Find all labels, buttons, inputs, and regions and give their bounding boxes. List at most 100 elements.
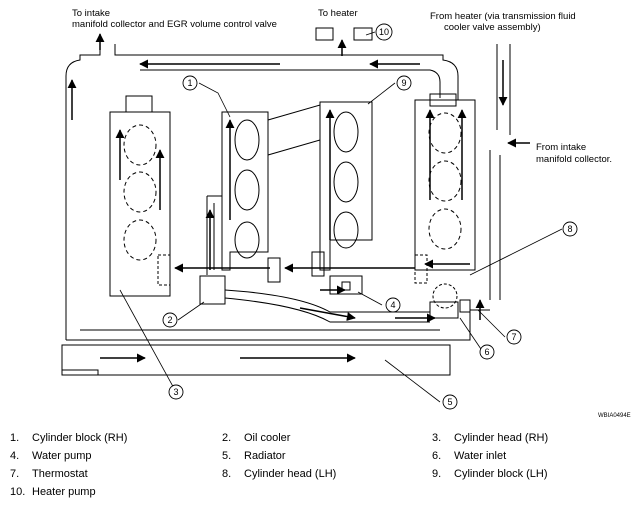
heater-pump-body [315, 27, 373, 41]
leader-line [384, 359, 441, 403]
leader-line [198, 82, 231, 118]
cylinder-bore [333, 111, 359, 153]
legend-number: 10. [10, 486, 26, 498]
legend-label: Oil cooler [244, 432, 291, 444]
cylinder-bore [123, 124, 157, 166]
from-intake-annotation-line1: From intake [536, 142, 586, 153]
cylinder-bore [428, 208, 462, 250]
leader-line [477, 309, 506, 338]
callout-number: 6 [484, 347, 489, 357]
leader-line [365, 31, 376, 36]
legend-item: 5. Radiator [222, 450, 286, 462]
radiator-core [61, 344, 451, 376]
callout-circle [396, 75, 412, 91]
cylinder-bore [234, 169, 260, 211]
callout-circle [562, 221, 578, 237]
callout-number: 1 [187, 78, 192, 88]
inlet-flange [459, 299, 471, 313]
callout-circle [385, 297, 401, 313]
right-bank-plate [429, 93, 457, 107]
cylinder-bore [333, 211, 359, 249]
legend-number: 8. [222, 468, 232, 480]
intake-return-pipe [489, 150, 501, 300]
cylinder-bore [123, 171, 157, 213]
radiator-tanks [61, 345, 451, 375]
oil-cooler [199, 275, 226, 305]
callout-circle [162, 312, 178, 328]
legend-label: Cylinder head (LH) [244, 468, 337, 480]
thermostat-housing [429, 301, 459, 319]
callout-circle [479, 344, 495, 360]
cylinder-bore [123, 219, 157, 261]
legend-label: Thermostat [32, 468, 88, 480]
from-heater-annotation-line2: cooler valve assembly) [444, 22, 541, 33]
legend-item: 3.Cylinder head (RH) [432, 432, 548, 444]
callout-number: 9 [401, 78, 406, 88]
legend-number: 5. [222, 450, 232, 462]
from-heater-annotation-line1: From heater (via transmission fluid [430, 11, 576, 22]
callout-number: 3 [173, 387, 178, 397]
leader-line [357, 291, 383, 306]
cooling-circuit-diagram: To intake manifold collector and EGR vol… [61, 8, 631, 419]
left-bank-connector [157, 254, 171, 286]
legend-label: Cylinder block (LH) [454, 468, 548, 480]
legend-item: 2. Oil cooler [222, 432, 290, 444]
from-intake-annotation-line2: manifold collector. [536, 154, 612, 165]
leader-line [177, 301, 205, 321]
callout-number: 8 [567, 224, 572, 234]
cylinder-head-rh [109, 111, 171, 297]
legend-number: 4. [10, 450, 20, 462]
legend-item: 9. Cylinder block (LH) [432, 468, 548, 480]
left-outer-passage [65, 44, 101, 340]
callout-number: 5 [447, 397, 452, 407]
legend-label: Cylinder block (RH) [32, 432, 128, 444]
leader-line [119, 289, 177, 393]
legend-label: Water inlet [454, 450, 507, 462]
callout-number: 10 [379, 27, 389, 37]
callout-number: 7 [511, 332, 516, 342]
intake-annotation-line2: manifold collector and EGR volume contro… [72, 19, 277, 30]
cylinder-head-lh [414, 99, 476, 271]
callout-circle [182, 75, 198, 91]
left-bank-plate [125, 95, 153, 113]
water-pump [329, 275, 363, 295]
legend-number: 9. [432, 468, 442, 480]
callout-circle [506, 329, 522, 345]
figure-code: WBIA0494E [598, 413, 631, 419]
legend-item: 1. Cylinder block (RH) [10, 432, 127, 444]
heater-return-pipe [496, 44, 511, 135]
legend-number: 6. [432, 450, 442, 462]
parts-legend: 1. Cylinder block (RH) 2. Oil cooler 3.Cyl… [0, 428, 643, 507]
water-inlet [432, 283, 458, 309]
legend-label: Heater pump [32, 486, 96, 498]
callout-circle [442, 394, 458, 410]
center-port [311, 251, 325, 277]
legend-label: Water pump [32, 450, 92, 462]
inner-top-passage [140, 69, 441, 98]
legend-number: 2. [222, 432, 232, 444]
crossover-plate [267, 104, 321, 156]
cylinder-block-rh [221, 111, 269, 271]
legend-item: 7. Thermostat [10, 468, 88, 480]
callout-number: 4 [390, 300, 395, 310]
legend-number: 7. [10, 468, 20, 480]
cylinder-bore [333, 161, 359, 203]
legend-item: 8. Cylinder head (LH) [222, 468, 336, 480]
legend-item: 10. Heater pump [10, 486, 96, 498]
callout-circle [168, 384, 184, 400]
top-outer-passage [114, 44, 459, 100]
legend-label: Radiator [244, 450, 286, 462]
cylinder-bore [428, 112, 462, 154]
legend-number: 1. [10, 432, 20, 444]
cylinder-bore [428, 160, 462, 202]
flow-arrow [299, 307, 356, 321]
cylinder-bore [234, 119, 260, 161]
center-valve [267, 257, 281, 283]
callout-circle [375, 23, 393, 41]
leader-line [367, 82, 396, 105]
legend-item: 6. Water inlet [432, 450, 506, 462]
legend-item: 4. Water pump [10, 450, 92, 462]
leader-line [469, 228, 563, 276]
callout-number: 2 [167, 315, 172, 325]
legend-label: Cylinder head (RH) [454, 432, 549, 444]
